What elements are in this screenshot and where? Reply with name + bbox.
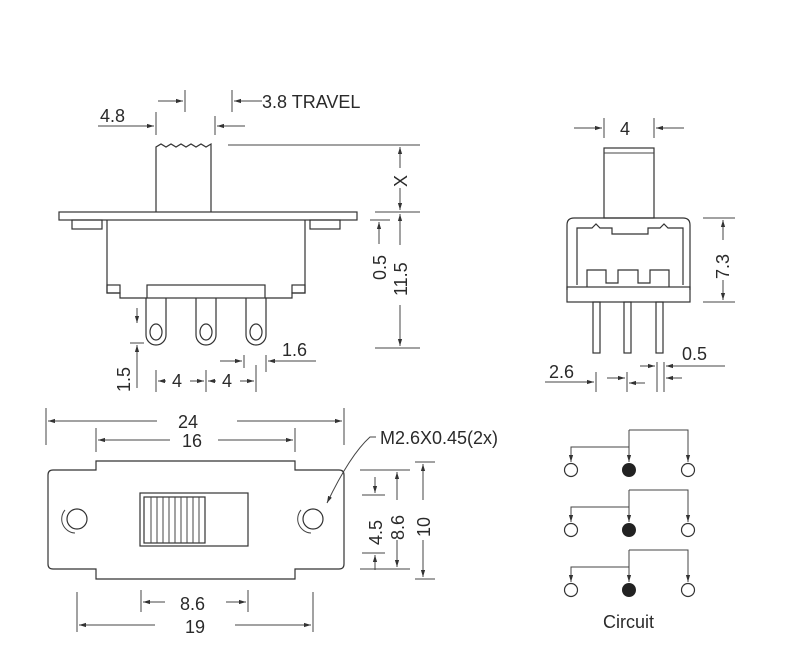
slider-window bbox=[139, 492, 249, 547]
dim-travel: 3.8 TRAVEL bbox=[262, 92, 360, 112]
dim-pitch-2: 4 bbox=[222, 371, 232, 391]
dim-height: 11.5 bbox=[391, 262, 411, 296]
dim-x: X bbox=[391, 175, 411, 187]
dim-body-length: 16 bbox=[182, 431, 202, 451]
circuit-row bbox=[563, 429, 696, 478]
dim-offset: 0.5 bbox=[370, 255, 390, 280]
body bbox=[106, 220, 306, 299]
circuit-row bbox=[563, 489, 696, 538]
front-view: 4.8 3.8 TRAVEL X 11.5 0.5 1.5 4 4 1.6 bbox=[58, 90, 420, 392]
actuator bbox=[155, 142, 212, 212]
dim-window-height: 4.5 bbox=[366, 520, 386, 545]
circuit-label: Circuit bbox=[603, 612, 654, 632]
dim-lug: 1.5 bbox=[114, 367, 134, 392]
dim-actuator: 4 bbox=[620, 119, 630, 139]
side-view: 4 7.3 2.6 0.5 bbox=[545, 118, 735, 392]
bottom-view: 24 16 M2.6X0.45(2x) 4.5 8.6 10 8.6 19 bbox=[45, 408, 498, 637]
dim-screw: M2.6X0.45(2x) bbox=[380, 428, 498, 448]
circuit-diagram: Circuit bbox=[563, 429, 696, 632]
dim-hole-spacing: 19 bbox=[185, 617, 205, 637]
dim-pitch-1: 4 bbox=[172, 371, 182, 391]
circuit-row bbox=[563, 549, 696, 598]
solder-lugs bbox=[145, 298, 267, 346]
dim-pin: 0.5 bbox=[682, 344, 707, 364]
plate-outline bbox=[47, 460, 345, 580]
dim-total-length: 24 bbox=[178, 412, 198, 432]
dim-pitch: 2.6 bbox=[549, 362, 574, 382]
dim-window-length: 8.6 bbox=[180, 594, 205, 614]
dim-lug-width: 1.6 bbox=[282, 340, 307, 360]
flange bbox=[58, 211, 358, 221]
dim-total-height: 10 bbox=[414, 517, 434, 537]
dim-height: 7.3 bbox=[713, 254, 733, 279]
dim-actuator-width: 4.8 bbox=[100, 106, 125, 126]
dim-inner-height: 8.6 bbox=[388, 515, 408, 540]
